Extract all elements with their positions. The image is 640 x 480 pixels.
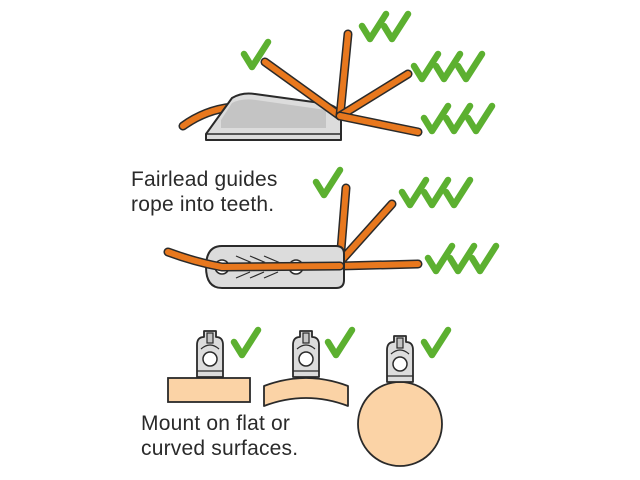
check-icon xyxy=(468,106,492,131)
cleat-icon xyxy=(386,335,414,383)
check-icon xyxy=(472,246,496,271)
fairlead-caption-line: rope into teeth. xyxy=(131,193,275,216)
check-icon xyxy=(316,170,340,195)
cleat-icon xyxy=(292,330,320,378)
side-cleat-icon xyxy=(205,92,342,141)
check-icon xyxy=(234,330,258,355)
mount-caption: Mount on flat or curved surfaces. xyxy=(141,411,298,461)
fairlead-caption: Fairlead guides rope into teeth. xyxy=(131,167,278,217)
flat-surface xyxy=(167,377,251,403)
check-icon xyxy=(446,180,470,205)
check-icon xyxy=(384,14,408,39)
mount-caption-line: Mount on flat or xyxy=(141,412,291,435)
round-surface xyxy=(357,381,443,467)
check-icon xyxy=(424,330,448,355)
fairlead-view-group xyxy=(163,170,496,289)
cleat-icon xyxy=(196,330,224,378)
side-view-group xyxy=(178,14,492,141)
fairlead-caption-line: Fairlead guides xyxy=(131,168,278,191)
mount-view-group xyxy=(167,330,448,467)
mount-caption-line: curved surfaces. xyxy=(141,437,299,460)
curved-surface xyxy=(263,377,349,407)
side-ropes xyxy=(260,29,423,137)
check-icon xyxy=(328,330,352,355)
check-icon xyxy=(458,54,482,79)
